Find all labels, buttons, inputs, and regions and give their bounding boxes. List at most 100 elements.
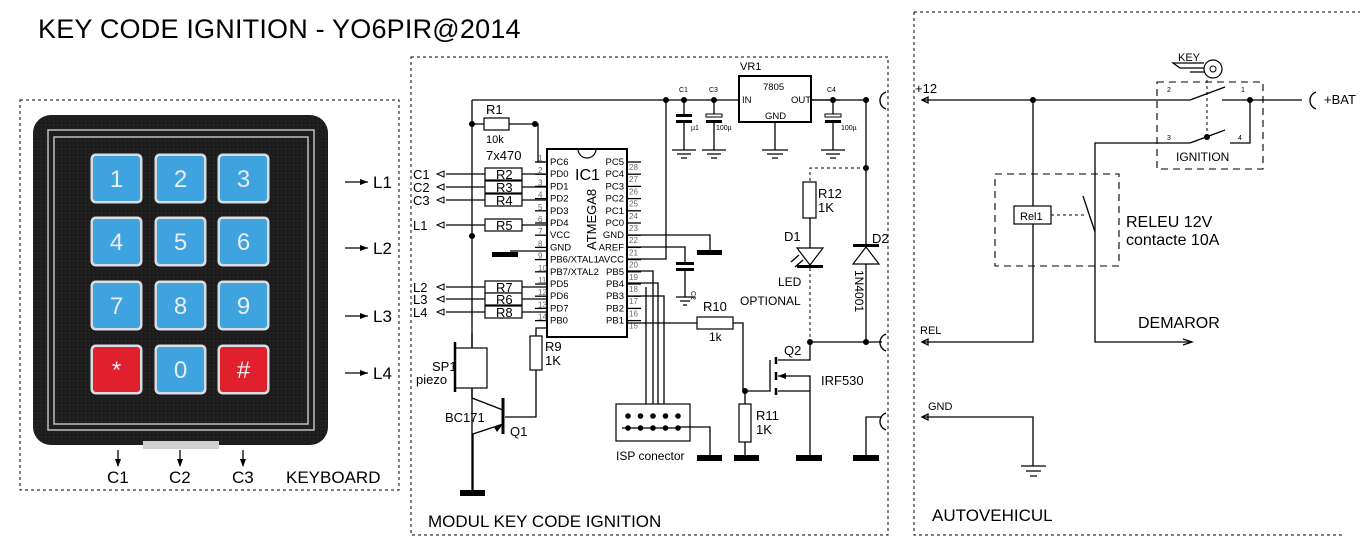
keyboard-col-line: C1 [107,450,129,487]
pin-name: PB1 [606,316,624,327]
gnd-label: GND [928,401,953,413]
pin-name: PD0 [550,169,568,180]
pin-name: PB7/XTAL2 [550,267,599,278]
vehicle-label: AUTOVEHICUL [932,506,1053,525]
key-button[interactable]: 3 [217,153,270,204]
r10-value: 1k [709,330,723,344]
ic1-ref: IC1 [575,167,600,184]
d2-part: 1N4001 [852,270,866,312]
c4-ref: C4 [827,87,836,94]
key-label: 7 [110,293,123,320]
c3-value: 100µ [716,125,732,132]
isp-connector [615,403,691,442]
pin-number: 11 [538,276,547,285]
sp1-type: piezo [416,372,447,387]
isp-label: ISP conector [616,449,684,463]
vehicle-frame [913,12,1345,536]
r9-value: 1K [545,353,561,368]
pin-number: 10 [538,264,547,273]
key-button[interactable]: 2 [154,153,207,204]
r9-ref: R9 [545,339,562,354]
pin-name: AREF [599,242,625,253]
key-button[interactable]: 6 [217,216,270,267]
pin-name: PD6 [550,291,568,302]
net-label: L2 [413,280,427,295]
pin-name: PD3 [550,206,568,217]
key-button[interactable]: # [217,344,270,395]
c3-ref: C3 [709,87,718,94]
isp-pin [675,413,681,419]
pin-number: 26 [629,187,638,196]
ic-pin-right: 27 PC4 [606,169,641,184]
pin-number: 27 [629,175,638,184]
key-icon [1203,59,1223,79]
ignition-switch [1156,81,1264,170]
ignition-pin-4: 4 [1238,135,1242,142]
resistor-pack-label: 7x470 [486,148,521,163]
pin-name: PB3 [606,291,624,302]
keyboard-col-line: C3 [232,450,254,487]
ground-symbol [734,455,759,461]
key-label: 8 [174,293,187,320]
keypad-ribbon [143,441,219,449]
q1-part: BC171 [445,410,485,425]
diagram-title: KEY CODE IGNITION - YO6PIR@2014 [38,14,521,44]
ground-symbol [460,490,485,496]
ignition-pin-2: 2 [1167,87,1171,94]
pin-number: 9 [538,252,543,261]
row-label: L1 [373,173,392,192]
module-frame [410,56,889,536]
pin-number: 20 [629,261,638,270]
pin-number: 14 [538,313,547,322]
pin-number: 22 [629,236,638,245]
bat-label: +BAT [1324,92,1356,107]
ground-symbol [697,455,722,461]
key-button[interactable]: 1 [90,153,143,204]
key-button[interactable]: 4 [90,216,143,267]
key-button[interactable]: 7 [90,280,143,331]
d2-diode [851,246,881,265]
key-button[interactable]: 0 [154,344,207,395]
r1-resistor [483,117,510,131]
r11-ref: R11 [756,408,779,423]
col-label: C2 [169,468,191,487]
pin-number: 2 [538,166,543,175]
d2-ref: D2 [872,231,889,246]
key-button[interactable]: 8 [154,280,207,331]
vr1-out: OUT [791,95,811,106]
key-button[interactable]: * [90,344,143,395]
vr1-ref: VR1 [740,61,761,73]
pin-name: PC5 [606,157,624,168]
key-label: 3 [237,166,250,193]
key-button[interactable]: 5 [154,216,207,267]
r10-ref: R10 [703,299,727,314]
resistor-ref: R8 [496,305,513,320]
key-label: 0 [174,357,187,384]
key-button[interactable]: 9 [217,280,270,331]
q2-part: IRF530 [821,373,864,388]
pin-name: PB4 [606,279,624,290]
vr1-regulator [738,75,812,123]
d1-led [795,247,825,266]
resistor-ref: R6 [496,292,513,307]
isp-pin [625,413,631,419]
r12-value: 1K [818,200,834,215]
isp-pins [622,413,681,431]
pin-name: PC4 [606,169,624,180]
c4-value: 100µ [841,125,857,132]
r1-ref: R1 [486,102,503,117]
rel-label: REL [920,325,941,337]
